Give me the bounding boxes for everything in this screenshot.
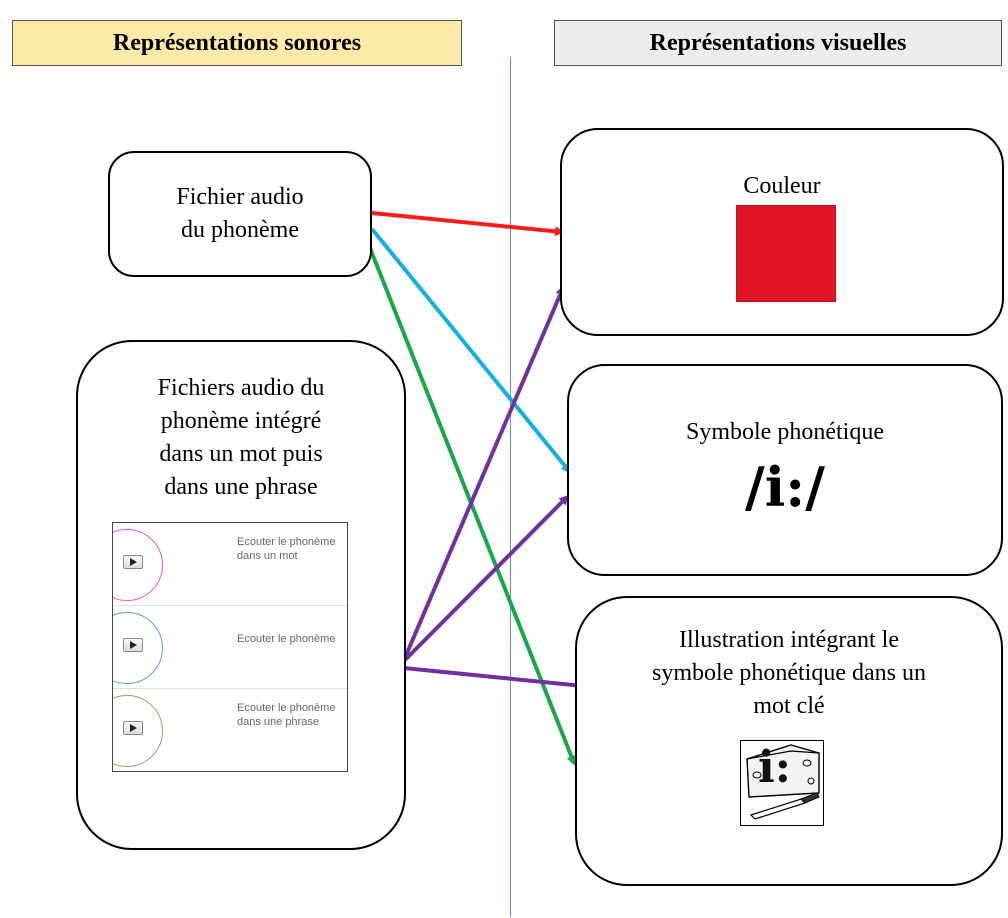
box-audio-label: Fichier audio du phonème: [176, 184, 304, 243]
player-row-label: Ecouter le phonème dans un mot: [237, 536, 336, 562]
cheese-icon: i:: [740, 740, 824, 826]
play-button[interactable]: [123, 721, 143, 735]
player-row-label: Ecouter le phonème dans une phrase: [237, 702, 336, 728]
arrow-audio-mot-to-illustration: [403, 666, 586, 691]
player-row-sentence: Ecouter le phonème dans une phrase: [113, 689, 347, 771]
header-left-label: Représentations sonores: [112, 29, 362, 56]
arrow-audio-mot-to-couleur: [402, 285, 565, 661]
box-audio-file: Fichier audio du phonème: [108, 151, 372, 277]
box-audio-mot-label: Fichiers audio du phonème intégré dans u…: [157, 375, 325, 500]
arrow-audio-to-couleur: [371, 211, 565, 237]
box-illustration-label: Illustration intégrant le symbole phonét…: [652, 627, 926, 719]
box-symbole-phonetique: Symbole phonétique /i:/: [567, 364, 1003, 576]
header-visual-representations: Représentations visuelles: [554, 20, 1002, 66]
audio-player-panel: Ecouter le phonème dans un mot Ecouter l…: [112, 522, 348, 772]
play-button[interactable]: [123, 555, 143, 569]
play-button[interactable]: [123, 638, 143, 652]
box-symbole-label: Symbole phonétique: [686, 419, 884, 445]
player-row-label: Ecouter le phonème: [237, 633, 336, 645]
player-row-word: Ecouter le phonème dans un mot: [113, 523, 347, 606]
phonetic-symbol: /i:/: [745, 455, 825, 519]
arrow-audio-mot-to-symbole: [402, 494, 570, 663]
column-divider: [510, 57, 511, 917]
player-row-phoneme: Ecouter le phonème: [113, 606, 347, 689]
header-right-label: Représentations visuelles: [649, 29, 907, 56]
cheese-icon-text: i:: [758, 742, 791, 793]
color-swatch: [736, 205, 836, 302]
box-couleur-label: Couleur: [743, 173, 821, 199]
arrow-audio-to-symbole: [370, 227, 571, 474]
header-sound-representations: Représentations sonores: [12, 20, 462, 66]
